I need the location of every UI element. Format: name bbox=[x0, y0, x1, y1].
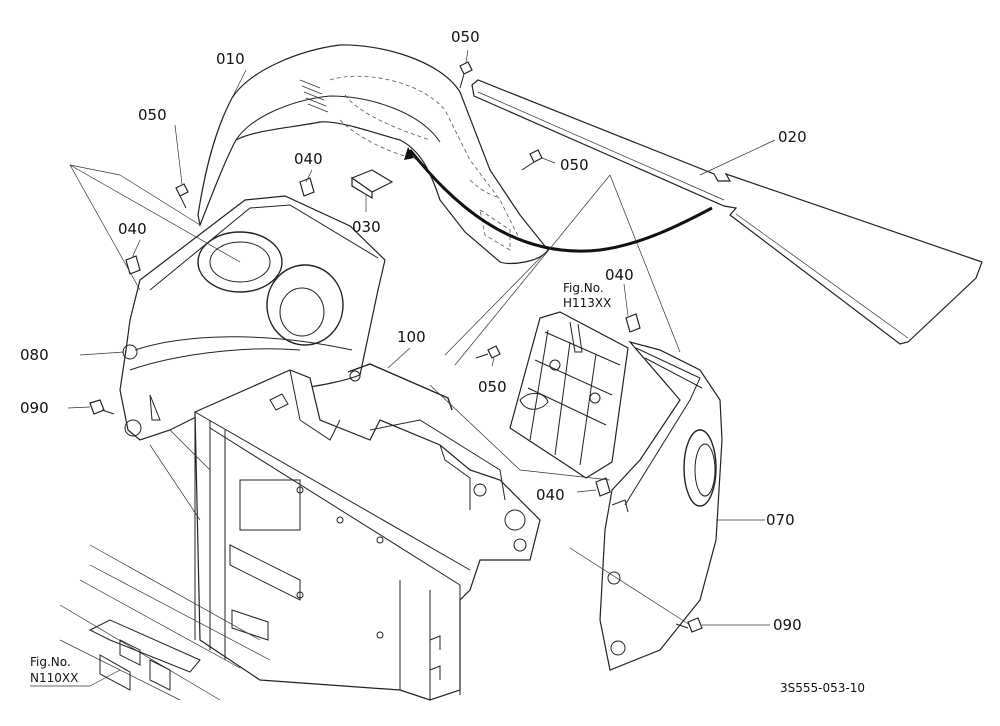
label-050-c: 050 bbox=[560, 156, 589, 174]
base-rails bbox=[59, 544, 271, 701]
label-100: 100 bbox=[397, 328, 426, 346]
side-panel-070 bbox=[599, 340, 723, 671]
figref-h113-line2: H113XX bbox=[563, 296, 611, 310]
label-070: 070 bbox=[766, 511, 795, 529]
leader-lines bbox=[67, 49, 776, 626]
label-090-b: 090 bbox=[773, 616, 802, 634]
label-050-d: 050 bbox=[478, 378, 507, 396]
bolt-090-right bbox=[675, 617, 703, 633]
label-040-a: 040 bbox=[294, 150, 323, 168]
frame bbox=[194, 369, 541, 701]
figref-n110-leader bbox=[89, 669, 121, 687]
clip-040-d bbox=[595, 477, 611, 497]
bolt-090-left bbox=[89, 399, 115, 415]
label-050-b: 050 bbox=[138, 106, 167, 124]
label-010: 010 bbox=[216, 50, 245, 68]
rod-100 bbox=[347, 363, 453, 411]
figref-n110-line2: N110XX bbox=[30, 671, 78, 685]
clip-040-c bbox=[625, 313, 641, 333]
bolt-050-right bbox=[521, 149, 543, 171]
drawing-code: 3S555-053-10 bbox=[780, 681, 865, 695]
clip-040-a bbox=[299, 177, 315, 197]
panel-h113 bbox=[509, 311, 629, 479]
label-040-d: 040 bbox=[536, 486, 565, 504]
label-040-c: 040 bbox=[605, 266, 634, 284]
pad-030 bbox=[350, 169, 394, 200]
figref-h113-line1: Fig.No. bbox=[563, 281, 604, 295]
label-040-b: 040 bbox=[118, 220, 147, 238]
label-080: 080 bbox=[20, 346, 49, 364]
label-030: 030 bbox=[352, 218, 381, 236]
hood-010 bbox=[197, 44, 549, 265]
hood-louvres bbox=[299, 79, 329, 113]
label-050-a: 050 bbox=[451, 28, 480, 46]
bolt-050-top bbox=[459, 61, 473, 89]
figref-n110-line1: Fig.No. bbox=[30, 655, 71, 669]
seal-strip bbox=[408, 149, 713, 253]
clip-040-b bbox=[125, 255, 141, 275]
bolt-050-mid bbox=[475, 345, 501, 359]
label-090-a: 090 bbox=[20, 399, 49, 417]
panel-020 bbox=[471, 79, 983, 345]
bolt-050-left bbox=[175, 183, 189, 209]
label-020: 020 bbox=[778, 128, 807, 146]
